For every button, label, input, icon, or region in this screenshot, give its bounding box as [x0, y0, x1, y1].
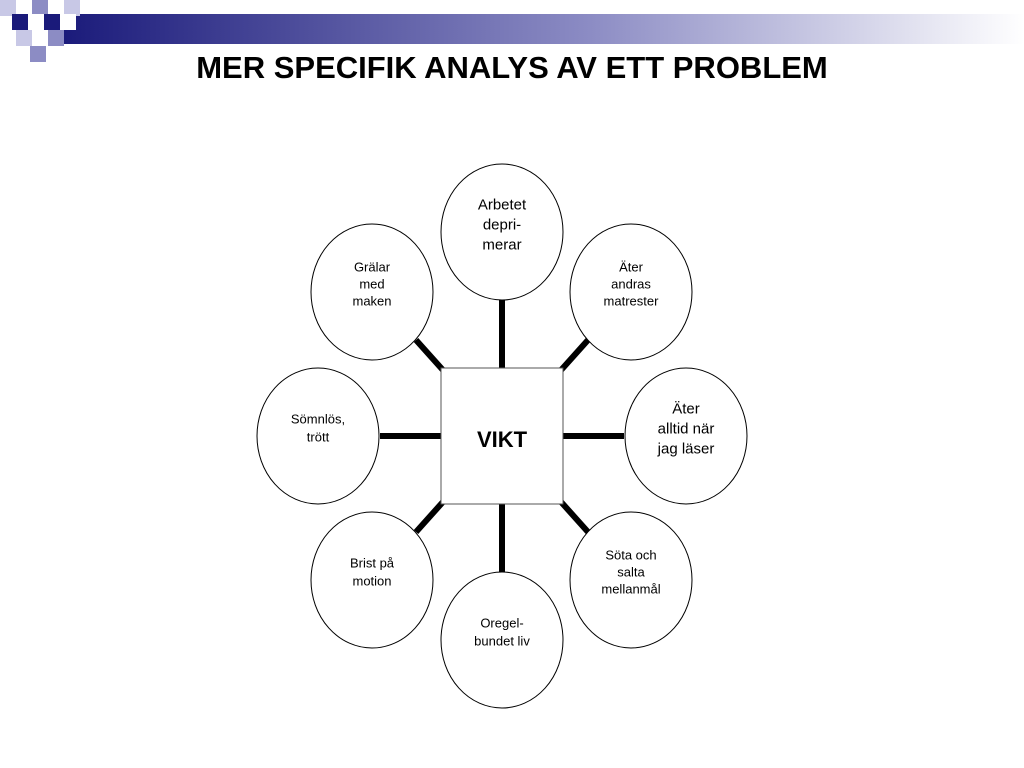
outer-nodes: Arbetetdepri-merarÄterandrasmatresterÄte… — [256, 163, 748, 709]
node-ellipse — [624, 367, 748, 505]
node-label-line: Sömnlös, — [291, 412, 345, 427]
center-box — [440, 367, 564, 505]
node-label-line: trött — [307, 430, 330, 445]
node-label-line: bundet liv — [474, 634, 530, 649]
node-label-line: Äter — [619, 260, 644, 275]
corner-squares-decoration — [0, 0, 80, 62]
node-label-line: med — [359, 277, 384, 292]
slide-title: MER SPECIFIK ANALYS AV ETT PROBLEM — [196, 50, 828, 85]
node-arbetet: Arbetet depri-merar — [440, 163, 564, 301]
node-label-line: Oregel- — [480, 616, 523, 631]
node-oregel: Oregel-bundet liv — [440, 571, 564, 709]
node-label-line: jag läser — [657, 440, 715, 457]
node-ellipse — [310, 511, 434, 649]
node-label-line: Söta och — [605, 548, 656, 563]
center-node: VIKT — [440, 367, 564, 505]
node-ellipse — [569, 223, 693, 361]
node-label-line: maken — [352, 294, 391, 309]
node-label-line: matrester — [604, 294, 660, 309]
node-label-line: alltid när — [658, 420, 715, 437]
node-label-line: salta — [617, 565, 645, 580]
node-gralar: Grälar med maken — [310, 223, 434, 361]
node-sota: Söta och salta mellanmål — [569, 511, 693, 649]
node-ater-andras: Äter andras matrester — [569, 223, 693, 361]
header-decoration — [60, 14, 1024, 44]
node-label-line: Brist på — [350, 556, 395, 571]
node-label-line: depri- — [483, 216, 521, 233]
node-label-line: andras — [611, 277, 651, 292]
node-ellipse — [569, 511, 693, 649]
node-label-line: motion — [352, 574, 391, 589]
center-label: VIKT — [477, 427, 528, 452]
node-ellipse — [310, 223, 434, 361]
node-label-line: Äter — [672, 400, 700, 417]
node-label-line: mellanmål — [601, 582, 660, 597]
node-label-line: merar — [482, 236, 521, 253]
node-ellipse — [440, 571, 564, 709]
node-ellipse — [440, 163, 564, 301]
node-label-line: Arbetet — [478, 196, 527, 213]
node-label-line: Grälar — [354, 260, 391, 275]
node-somnlos: Sömnlös, trött — [256, 367, 380, 505]
node-ellipse — [256, 367, 380, 505]
node-brist: Brist på motion — [310, 511, 434, 649]
node-ater-alltid: Äter alltid när jag läser — [624, 367, 748, 505]
